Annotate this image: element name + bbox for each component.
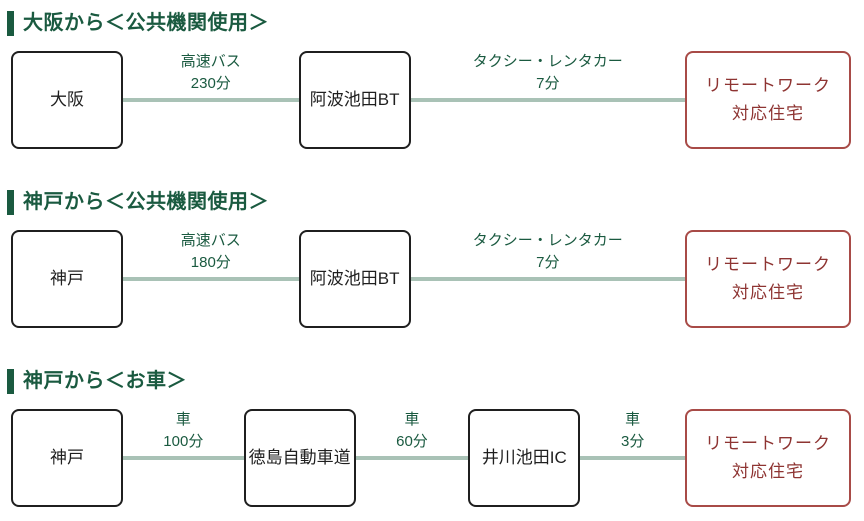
node-awa-ikeda-bt: 阿波池田BT <box>298 230 411 328</box>
connector-line <box>123 277 299 281</box>
edge-label: 高速バス 230分 <box>123 51 299 95</box>
edge-mode: 車 <box>625 411 641 428</box>
section-heading-text: 大阪から＜公共機関使用＞ <box>23 12 269 34</box>
edge-time: 3分 <box>620 433 645 450</box>
node-remote-work-house: リモートワーク 対応住宅 <box>685 230 851 328</box>
node-remote-work-house: リモートワーク 対応住宅 <box>685 51 851 149</box>
route-edge: 車 3分 <box>580 409 685 507</box>
node-label: 神戸 <box>50 269 84 288</box>
edge-label: 車 100分 <box>123 409 244 453</box>
route-edge: 車 60分 <box>355 409 469 507</box>
edge-time: 60分 <box>396 433 428 450</box>
route-edge: 高速バス 230分 <box>123 51 299 149</box>
node-ikawa-ikeda-ic: 井川池田IC <box>468 409 581 507</box>
edge-label: 高速バス 180分 <box>123 230 299 274</box>
route-row-kobe-public: 神戸 高速バス 180分 阿波池田BT タクシー・レンタカー 7分 リモートワー… <box>11 230 851 328</box>
heading-accent-bar <box>7 368 14 394</box>
route-row-kobe-car: 神戸 車 100分 徳島自動車道 車 60分 井川池田IC 車 3分 <box>11 409 851 507</box>
edge-time: 230分 <box>190 75 231 92</box>
connector-line <box>410 277 685 281</box>
dest-label-line1: リモートワーク <box>705 76 831 95</box>
connector-line <box>123 98 299 102</box>
section-heading-kobe-car: 神戸から＜お車＞ <box>7 368 864 394</box>
edge-time: 100分 <box>163 433 204 450</box>
dest-label-line1: リモートワーク <box>705 255 831 274</box>
section-heading-text: 神戸から＜お車＞ <box>23 370 187 392</box>
edge-label: タクシー・レンタカー 7分 <box>411 230 685 274</box>
node-kobe: 神戸 <box>11 230 123 328</box>
dest-label-line2: 対応住宅 <box>732 462 804 481</box>
node-awa-ikeda-bt: 阿波池田BT <box>298 51 411 149</box>
edge-mode: 高速バス <box>180 232 241 249</box>
dest-label-line2: 対応住宅 <box>732 104 804 123</box>
node-kobe: 神戸 <box>11 409 123 507</box>
node-label: 徳島自動車道 <box>248 448 351 467</box>
dest-label: リモートワーク 対応住宅 <box>705 251 831 307</box>
node-label: 大阪 <box>50 90 84 109</box>
connector-line <box>580 456 685 460</box>
route-edge: タクシー・レンタカー 7分 <box>410 51 685 149</box>
dest-label: リモートワーク 対応住宅 <box>705 72 831 128</box>
edge-mode: 車 <box>175 411 191 428</box>
node-label: 神戸 <box>50 448 84 467</box>
edge-mode: タクシー・レンタカー <box>472 53 623 70</box>
route-edge: 車 100分 <box>123 409 244 507</box>
edge-label: 車 3分 <box>580 409 685 453</box>
edge-time: 180分 <box>190 254 231 271</box>
node-remote-work-house: リモートワーク 対応住宅 <box>685 409 851 507</box>
dest-label-line1: リモートワーク <box>705 434 831 453</box>
edge-label: タクシー・レンタカー 7分 <box>411 51 685 95</box>
node-osaka: 大阪 <box>11 51 123 149</box>
edge-mode: 高速バス <box>180 53 241 70</box>
connector-line <box>123 456 244 460</box>
edge-mode: 車 <box>404 411 420 428</box>
route-edge: タクシー・レンタカー 7分 <box>410 230 685 328</box>
edge-mode: タクシー・レンタカー <box>472 232 623 249</box>
dest-label: リモートワーク 対応住宅 <box>705 430 831 486</box>
section-heading-osaka-public: 大阪から＜公共機関使用＞ <box>7 10 864 36</box>
heading-accent-bar <box>7 10 14 36</box>
section-heading-kobe-public: 神戸から＜公共機関使用＞ <box>7 189 864 215</box>
section-heading-text: 神戸から＜公共機関使用＞ <box>23 191 269 213</box>
node-label: 阿波池田BT <box>309 90 400 109</box>
edge-time: 7分 <box>536 75 560 92</box>
connector-line <box>355 456 469 460</box>
edge-label: 車 60分 <box>356 409 469 453</box>
node-tokushima-expressway: 徳島自動車道 <box>243 409 356 507</box>
route-edge: 高速バス 180分 <box>123 230 299 328</box>
dest-label-line2: 対応住宅 <box>732 283 804 302</box>
connector-line <box>410 98 685 102</box>
node-label: 井川池田IC <box>481 448 567 467</box>
edge-time: 7分 <box>536 254 560 271</box>
heading-accent-bar <box>7 189 14 215</box>
access-route-diagram: 大阪から＜公共機関使用＞ 大阪 高速バス 230分 阿波池田BT タクシー・レン… <box>7 10 864 507</box>
route-row-osaka-public: 大阪 高速バス 230分 阿波池田BT タクシー・レンタカー 7分 リモートワー… <box>11 51 851 149</box>
node-label: 阿波池田BT <box>309 269 400 288</box>
